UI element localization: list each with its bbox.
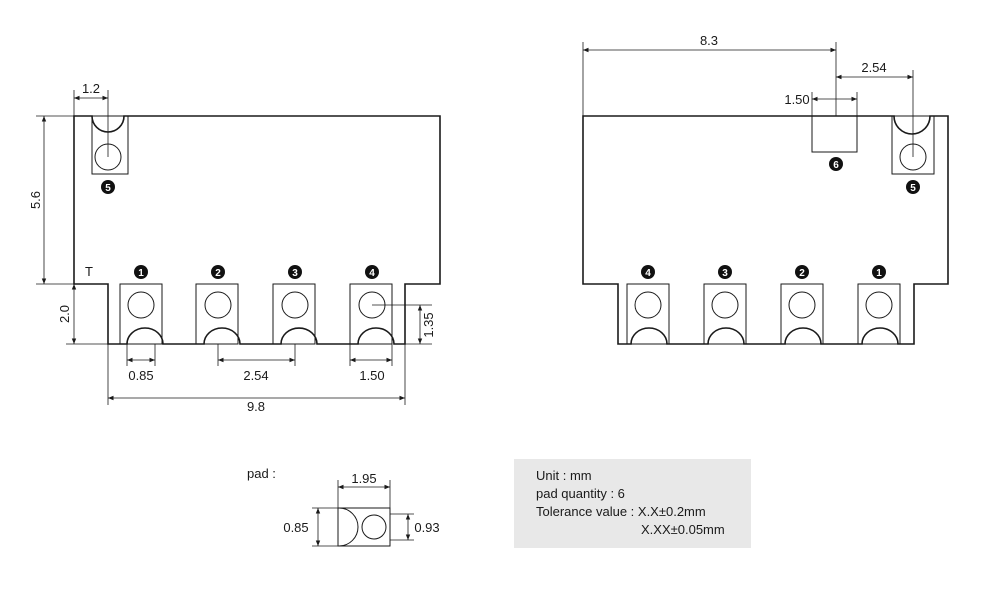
back-badge-5-label: 5 (910, 183, 916, 194)
back-pad-6 (811, 115, 858, 153)
pad-label: pad : (247, 466, 276, 481)
dim-0-93: 0.93 (414, 520, 439, 535)
front-pad-4 (349, 283, 393, 345)
dim-1-95: 1.95 (351, 471, 376, 486)
back-badge-2 (795, 265, 809, 279)
back-badge-2-label: 2 (799, 268, 805, 279)
info-quantity: pad quantity : 6 (536, 486, 625, 501)
back-body-outline (582, 115, 949, 345)
front-badge-3-label: 3 (292, 268, 298, 279)
dim-2-0: 2.0 (57, 305, 72, 323)
front-badge-2 (211, 265, 225, 279)
back-pad-1 (857, 283, 901, 345)
front-badge-4 (365, 265, 379, 279)
back-badge-6 (829, 157, 843, 171)
front-badge-5 (101, 180, 115, 194)
info-unit: Unit : mm (536, 468, 592, 483)
info-tolerance-2: X.XX±0.05mm (641, 522, 725, 537)
front-marker-t: T (85, 264, 93, 279)
back-pad-4 (626, 283, 670, 345)
front-badge-5-label: 5 (105, 183, 111, 194)
front-body-outline (73, 115, 441, 345)
back-view: 6 5 4 3 2 1 8.3 2.54 1.50 (582, 33, 949, 345)
info-box (514, 459, 751, 548)
front-pad-3 (272, 283, 316, 345)
back-badge-3-label: 3 (722, 268, 728, 279)
front-badge-2-label: 2 (215, 268, 221, 279)
front-pad-2 (195, 283, 239, 345)
dim-5-6: 5.6 (28, 191, 43, 209)
front-badge-3 (288, 265, 302, 279)
front-badge-1 (134, 265, 148, 279)
front-pad-1 (119, 283, 163, 345)
front-badge-4-label: 4 (369, 268, 375, 279)
dim-0-85: 0.85 (128, 368, 153, 383)
back-pad-3 (703, 283, 747, 345)
back-badge-6-label: 6 (833, 160, 839, 171)
back-badge-1 (872, 265, 886, 279)
pad-detail: pad : 1.95 0.85 0.93 (247, 466, 440, 547)
back-badge-4 (641, 265, 655, 279)
pad-detail-left-hole (337, 507, 359, 547)
dim-1-50-front: 1.50 (359, 368, 384, 383)
pad-detail-pad (337, 507, 391, 547)
dim-9-8: 9.8 (247, 399, 265, 414)
dim-1-2: 1.2 (82, 81, 100, 96)
front-view: T 5 1 2 3 4 1.2 5.6 2.0 0.85 (28, 81, 441, 414)
pad-detail-right-hole (361, 514, 387, 540)
dim-8-3: 8.3 (700, 33, 718, 48)
dim-2-54-back: 2.54 (861, 60, 886, 75)
dim-1-50-back: 1.50 (784, 92, 809, 107)
back-pad-2 (780, 283, 824, 345)
dim-1-35: 1.35 (421, 312, 436, 337)
info-tolerance-1: Tolerance value : X.X±0.2mm (536, 504, 706, 519)
back-badge-4-label: 4 (645, 268, 651, 279)
info-panel: Unit : mm pad quantity : 6 Tolerance val… (514, 459, 751, 548)
front-badge-1-label: 1 (138, 268, 144, 279)
dim-0-85-pad: 0.85 (283, 520, 308, 535)
dim-2-54-front: 2.54 (243, 368, 268, 383)
front-pad-5 (91, 115, 129, 175)
back-badge-1-label: 1 (876, 268, 882, 279)
back-badge-3 (718, 265, 732, 279)
back-badge-5 (906, 180, 920, 194)
